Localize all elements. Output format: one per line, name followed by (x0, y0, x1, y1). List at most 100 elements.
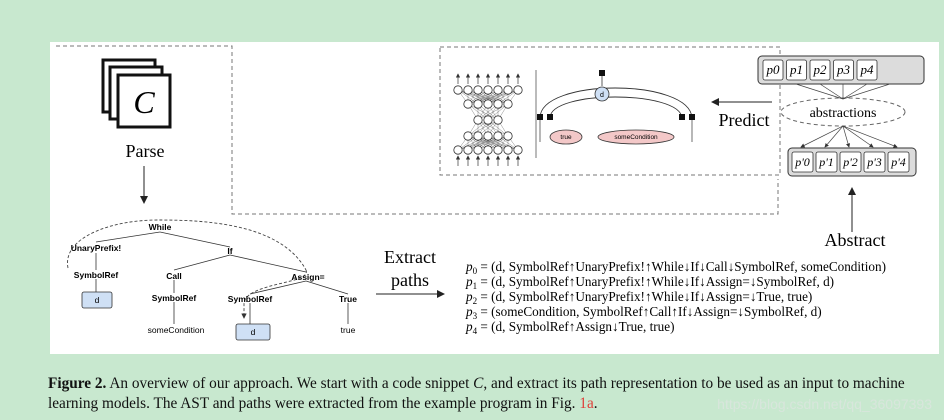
nn-neuron-0-2 (473, 85, 483, 95)
nn-neuron-4-2 (473, 145, 483, 155)
figure-diagram: C Parse While UnaryPrefix! If SymbolRef … (56, 45, 925, 341)
nn-neuron-3-1 (473, 131, 483, 141)
nn-neuron-2-1 (483, 115, 493, 125)
nn-neuron-1-0 (463, 99, 473, 109)
abstracted-path-cell-4 (887, 151, 910, 173)
graph-node-somecondition (597, 129, 675, 145)
nn-neuron-2-2 (493, 115, 503, 125)
ast-node-symbolref-1: SymbolRef (74, 270, 119, 280)
nn-neuron-4-4 (493, 145, 503, 155)
abstract-label: Abstract (825, 230, 886, 250)
svg-text:p1 = (d, SymbolRef↑UnaryPrefix: p1 = (d, SymbolRef↑UnaryPrefix!↑While↓If… (465, 274, 834, 291)
nn-neuron-0-1 (463, 85, 473, 95)
abstracted-path-label-0: p'0 (794, 155, 810, 169)
abstraction-lines-top (795, 83, 891, 100)
graph-node-true-label: true (560, 134, 572, 141)
nn-neuron-3-4 (503, 131, 513, 141)
abstracted-path-label-4: p'4 (890, 155, 906, 169)
nn-neuron-0-4 (493, 85, 503, 95)
abstracted-path-label-1: p'1 (818, 155, 834, 169)
path-item-2: p2 = (d, SymbolRef↑UnaryPrefix!↑While↓If… (465, 289, 812, 306)
nn-neuron-1-1 (473, 99, 483, 109)
ast-node-symbolref-2: SymbolRef (152, 293, 197, 303)
watermark: https://blog.csdn.net/qq_36097393 (717, 396, 932, 412)
nn-neuron-3-2 (483, 131, 493, 141)
abstraction-lines-bottom (800, 125, 898, 148)
figure-panel: C Parse While UnaryPrefix! If SymbolRef … (50, 42, 939, 354)
abstracted-path-cell-3 (863, 151, 886, 173)
nn-neuron-4-6 (513, 145, 523, 155)
nn-neuron-0-3 (483, 85, 493, 95)
ast-tree: While UnaryPrefix! If SymbolRef d Call A… (67, 219, 357, 341)
ast-node-assign: Assign= (291, 272, 324, 282)
ast-node-if: If (227, 246, 232, 256)
neural-network-icon (453, 73, 523, 166)
ast-node-symbolref-3: SymbolRef (228, 294, 273, 304)
abstracted-path-label-2: p'2 (842, 155, 858, 169)
nn-neuron-0-0 (453, 85, 463, 95)
caption-figure-ref[interactable]: 1a (579, 395, 594, 412)
caption-suffix: . (593, 395, 598, 412)
nn-neuron-0-6 (513, 85, 523, 95)
ast-leaf-d2: d (251, 327, 256, 337)
svg-text:p2 = (d, SymbolRef↑UnaryPrefix: p2 = (d, SymbolRef↑UnaryPrefix!↑While↓If… (465, 289, 812, 306)
caption-text-1: An overview of our approach. We start wi… (106, 375, 474, 392)
nn-neuron-4-0 (453, 145, 463, 155)
svg-text:p4 = (d, SymbolRef↑Assign↓True: p4 = (d, SymbolRef↑Assign↓True, true) (465, 319, 675, 336)
svg-text:p0 = (d, SymbolRef↑UnaryPrefix: p0 = (d, SymbolRef↑UnaryPrefix!↑While↓If… (465, 259, 886, 276)
graph-node-somecondition-label: someCondition (614, 134, 658, 141)
top-path-cell-3 (833, 59, 854, 81)
graph-node-d (594, 86, 610, 102)
top-path-label-3: p3 (836, 62, 851, 77)
caption-c-var: C (473, 375, 484, 392)
path-item-3: p3 = (someCondition, SymbolRef↑Call↑If↓A… (465, 304, 822, 321)
top-path-cell-2 (809, 59, 831, 81)
ast-node-call: Call (166, 271, 182, 281)
top-path-cell-4 (856, 59, 878, 81)
predict-label: Predict (719, 110, 770, 130)
ast-node-while: While (149, 222, 172, 232)
extract-label-line2: paths (391, 270, 429, 290)
ast-path-curve (67, 219, 307, 271)
path-item-4: p4 = (d, SymbolRef↑Assign↓True, true) (465, 319, 675, 336)
path-item-1: p1 = (d, SymbolRef↑UnaryPrefix!↑While↓If… (465, 274, 834, 291)
nn-neuron-1-3 (493, 99, 503, 109)
top-path-cell-0 (762, 59, 784, 81)
top-path-cell-1 (786, 59, 807, 81)
ast-node-true: True (339, 294, 357, 304)
nn-neuron-2-0 (473, 115, 483, 125)
nn-neuron-4-3 (483, 145, 493, 155)
nn-neuron-1-4 (503, 99, 513, 109)
nn-neuron-3-3 (493, 131, 503, 141)
caption-prefix: Figure 2. (48, 375, 107, 392)
abstracted-path-cell-1 (815, 151, 838, 173)
dashed-region-border (56, 45, 779, 215)
figure-caption: Figure 2. An overview of our approach. W… (48, 374, 938, 414)
nn-neuron-4-1 (463, 145, 473, 155)
abstracted-path-cell-2 (839, 151, 862, 173)
ast-leaf-somecondition: someCondition (148, 325, 205, 335)
top-path-label-1: p1 (789, 62, 803, 77)
model-box (439, 46, 781, 176)
ast-node-unary: UnaryPrefix! (71, 243, 122, 253)
path-item-0: p0 = (d, SymbolRef↑UnaryPrefix!↑While↓If… (465, 259, 886, 276)
ast-leaf-d2-box (235, 323, 271, 341)
top-path-label-4: p4 (860, 62, 875, 77)
graph-model: d true someCondition (537, 70, 695, 145)
ast-leaf-d1-box (81, 291, 113, 309)
extract-label-line1: Extract (384, 247, 436, 267)
logo-letter: C (133, 84, 155, 120)
svg-text:p3 = (someCondition, SymbolRef: p3 = (someCondition, SymbolRef↑Call↑If↓A… (465, 304, 822, 321)
abstractions-label: abstractions (810, 106, 877, 121)
abstracted-path-cell-0 (791, 151, 814, 173)
parse-label: Parse (126, 141, 165, 161)
ast-leaf-true: true (341, 325, 356, 335)
path-list: p0 = (d, SymbolRef↑UnaryPrefix!↑While↓If… (465, 259, 886, 336)
nn-neuron-4-5 (503, 145, 513, 155)
top-path-label-2: p2 (813, 62, 828, 77)
nn-neuron-1-2 (483, 99, 493, 109)
ast-leaf-d1: d (95, 295, 100, 305)
graph-node-d-label: d (600, 92, 604, 99)
